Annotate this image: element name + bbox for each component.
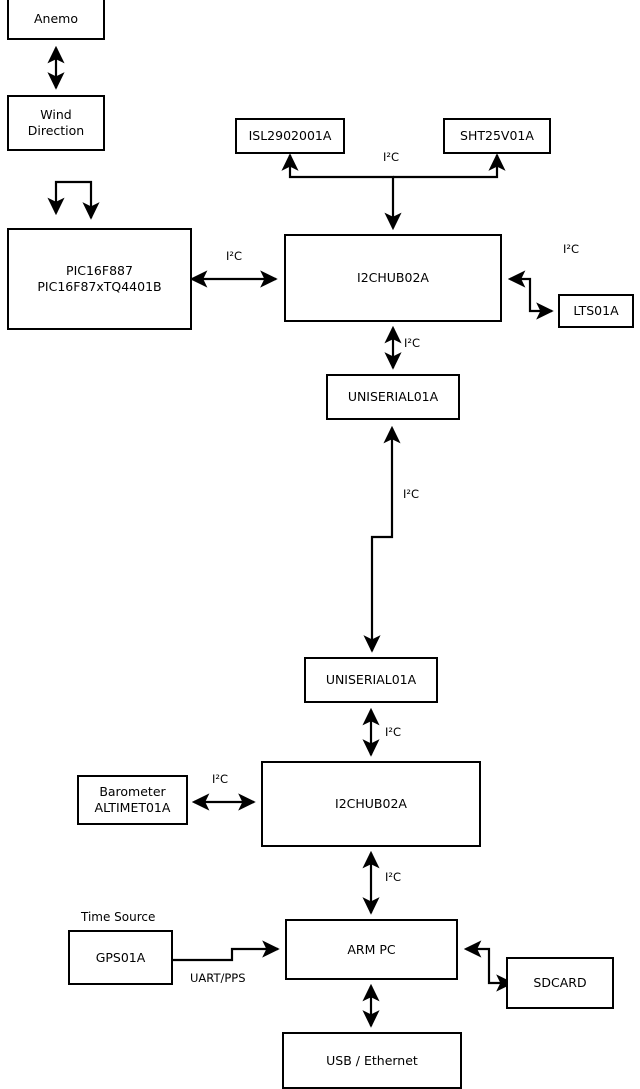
node-i2chub02a-bottom[interactable]: I2CHUB02A [261, 761, 481, 847]
node-uniserial01a-bottom-label: UNISERIAL01A [325, 672, 417, 687]
node-anemo-label: Anemo [34, 11, 78, 26]
node-arm-pc-label: ARM PC [347, 941, 396, 957]
node-i2chub02a-top-label: I2CHUB02A [357, 270, 429, 285]
node-uniserial01a-bottom[interactable]: UNISERIAL01A [304, 657, 438, 703]
node-barometer-altimet01a[interactable]: Barometer ALTIMET01A [77, 775, 188, 825]
node-gps01a[interactable]: GPS01A [68, 930, 173, 985]
node-usb-ethernet[interactable]: USB / Ethernet [282, 1032, 462, 1089]
connector-hub-top-sensors [281, 153, 506, 231]
edge-label-hub2-armpc: I²C [385, 870, 402, 884]
connector-armpc-sdcard [463, 940, 514, 992]
edge-label-uniserial-link: I²C [403, 487, 420, 501]
node-gps01a-label: GPS01A [95, 949, 146, 965]
node-barometer-altimet01a-label: Barometer ALTIMET01A [94, 784, 171, 815]
edge-label-hub-uniserial: I²C [404, 336, 421, 350]
node-uniserial01a-top[interactable]: UNISERIAL01A [326, 374, 460, 420]
node-i2chub02a-bottom-label: I2CHUB02A [335, 796, 407, 811]
node-lts01a[interactable]: LTS01A [558, 294, 634, 328]
node-sht25v01a-label: SHT25V01A [460, 128, 534, 143]
connector-wind-pic [47, 180, 100, 220]
connector-uniserial-link [363, 425, 401, 653]
node-uniserial01a-top-label: UNISERIAL01A [347, 389, 439, 404]
edge-label-pic-hub: I²C [226, 249, 243, 263]
label-time-source: Time Source [81, 910, 156, 924]
connector-gps-armpc [173, 940, 280, 962]
node-pic-mcu[interactable]: PIC16F887 PIC16F87xTQ4401B [7, 228, 192, 330]
node-i2chub02a-top[interactable]: I2CHUB02A [284, 234, 502, 322]
node-isl2902001a-label: ISL2902001A [248, 128, 332, 143]
connector-hub-top-lts [507, 270, 554, 320]
node-anemo[interactable]: Anemo [7, 0, 105, 40]
edge-label-hub-lts: I²C [563, 242, 580, 256]
edge-label-uart-pps: UART/PPS [190, 971, 246, 985]
node-lts01a-label: LTS01A [573, 303, 619, 318]
node-sdcard[interactable]: SDCARD [506, 957, 614, 1009]
node-sdcard-label: SDCARD [533, 975, 587, 990]
node-arm-pc[interactable]: ARM PC [285, 919, 458, 980]
node-sht25v01a[interactable]: SHT25V01A [443, 118, 551, 154]
node-wind-direction-label: Wind Direction [27, 107, 85, 138]
edge-label-barometer-hub2: I²C [212, 772, 229, 786]
edge-label-hub-sensors: I²C [383, 150, 400, 164]
node-wind-direction[interactable]: Wind Direction [7, 95, 105, 151]
edge-label-uniserial-hub2: I²C [385, 725, 402, 739]
node-pic-mcu-label: PIC16F887 PIC16F87xTQ4401B [37, 263, 162, 294]
node-isl2902001a[interactable]: ISL2902001A [235, 118, 345, 154]
node-usb-ethernet-label: USB / Ethernet [326, 1052, 418, 1068]
